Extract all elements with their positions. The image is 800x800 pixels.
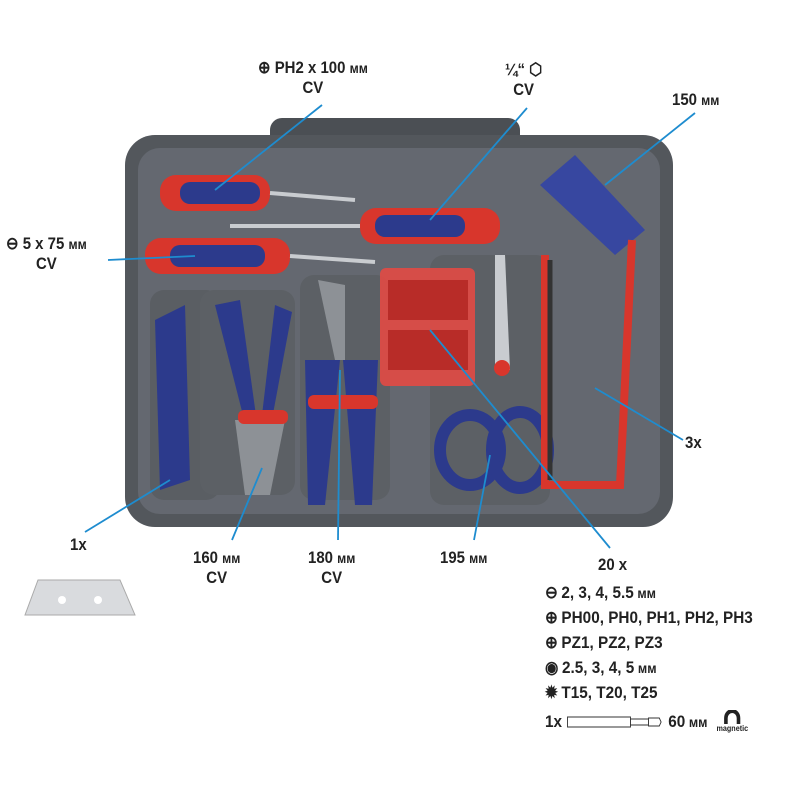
- flat-screwdriver-label: ⊖ 5 x 75 мм CV: [6, 234, 87, 273]
- slotted-icon: ⊖: [545, 583, 558, 602]
- knife-blade-label: 1x: [70, 535, 87, 554]
- ph-screwdriver: [160, 175, 356, 211]
- ph-screwdriver-label: ⊕ PH2 x 100 мм CV: [258, 58, 368, 97]
- pozidriv-icon: ⊕: [545, 633, 558, 652]
- bits-row-phillips: ⊕PH00, PH0, PH1, PH2, PH3: [545, 608, 753, 627]
- hacksaw-label: 150 мм: [672, 90, 720, 109]
- pliers-label: 180 мм CV: [308, 548, 356, 587]
- saw-blades-label: 3x: [685, 433, 702, 452]
- bit-holder-screwdriver: [230, 208, 500, 244]
- hacksaw: [540, 155, 645, 489]
- slotted-icon: ⊖: [6, 234, 19, 253]
- phillips-icon: ⊕: [545, 608, 558, 627]
- bits-row-pozidriv: ⊕PZ1, PZ2, PZ3: [545, 633, 663, 652]
- bit-holder-label: ¼“ ⬡ CV: [505, 60, 543, 99]
- bits-count: 20 x: [598, 555, 628, 574]
- hex-socket-icon: ◉: [545, 658, 559, 677]
- side-cutter: [215, 300, 292, 495]
- phillips-icon: ⊕: [258, 58, 271, 77]
- combination-pliers: [305, 280, 378, 505]
- magnet-icon: magnetic: [717, 710, 748, 733]
- bits-row-torx: ✹T15, T20, T25: [545, 683, 658, 702]
- flat-screwdriver: [145, 238, 376, 274]
- bit-holder-icon: [566, 716, 662, 727]
- leader-lines: [84, 104, 696, 549]
- utility-knife: [155, 305, 190, 490]
- torx-icon: ✹: [545, 683, 558, 702]
- hex-icon: ⬡: [529, 60, 543, 79]
- scissors-label: 195 мм: [440, 548, 488, 567]
- knife-blade: [24, 579, 136, 616]
- side-cutter-label: 160 мм CV: [193, 548, 241, 587]
